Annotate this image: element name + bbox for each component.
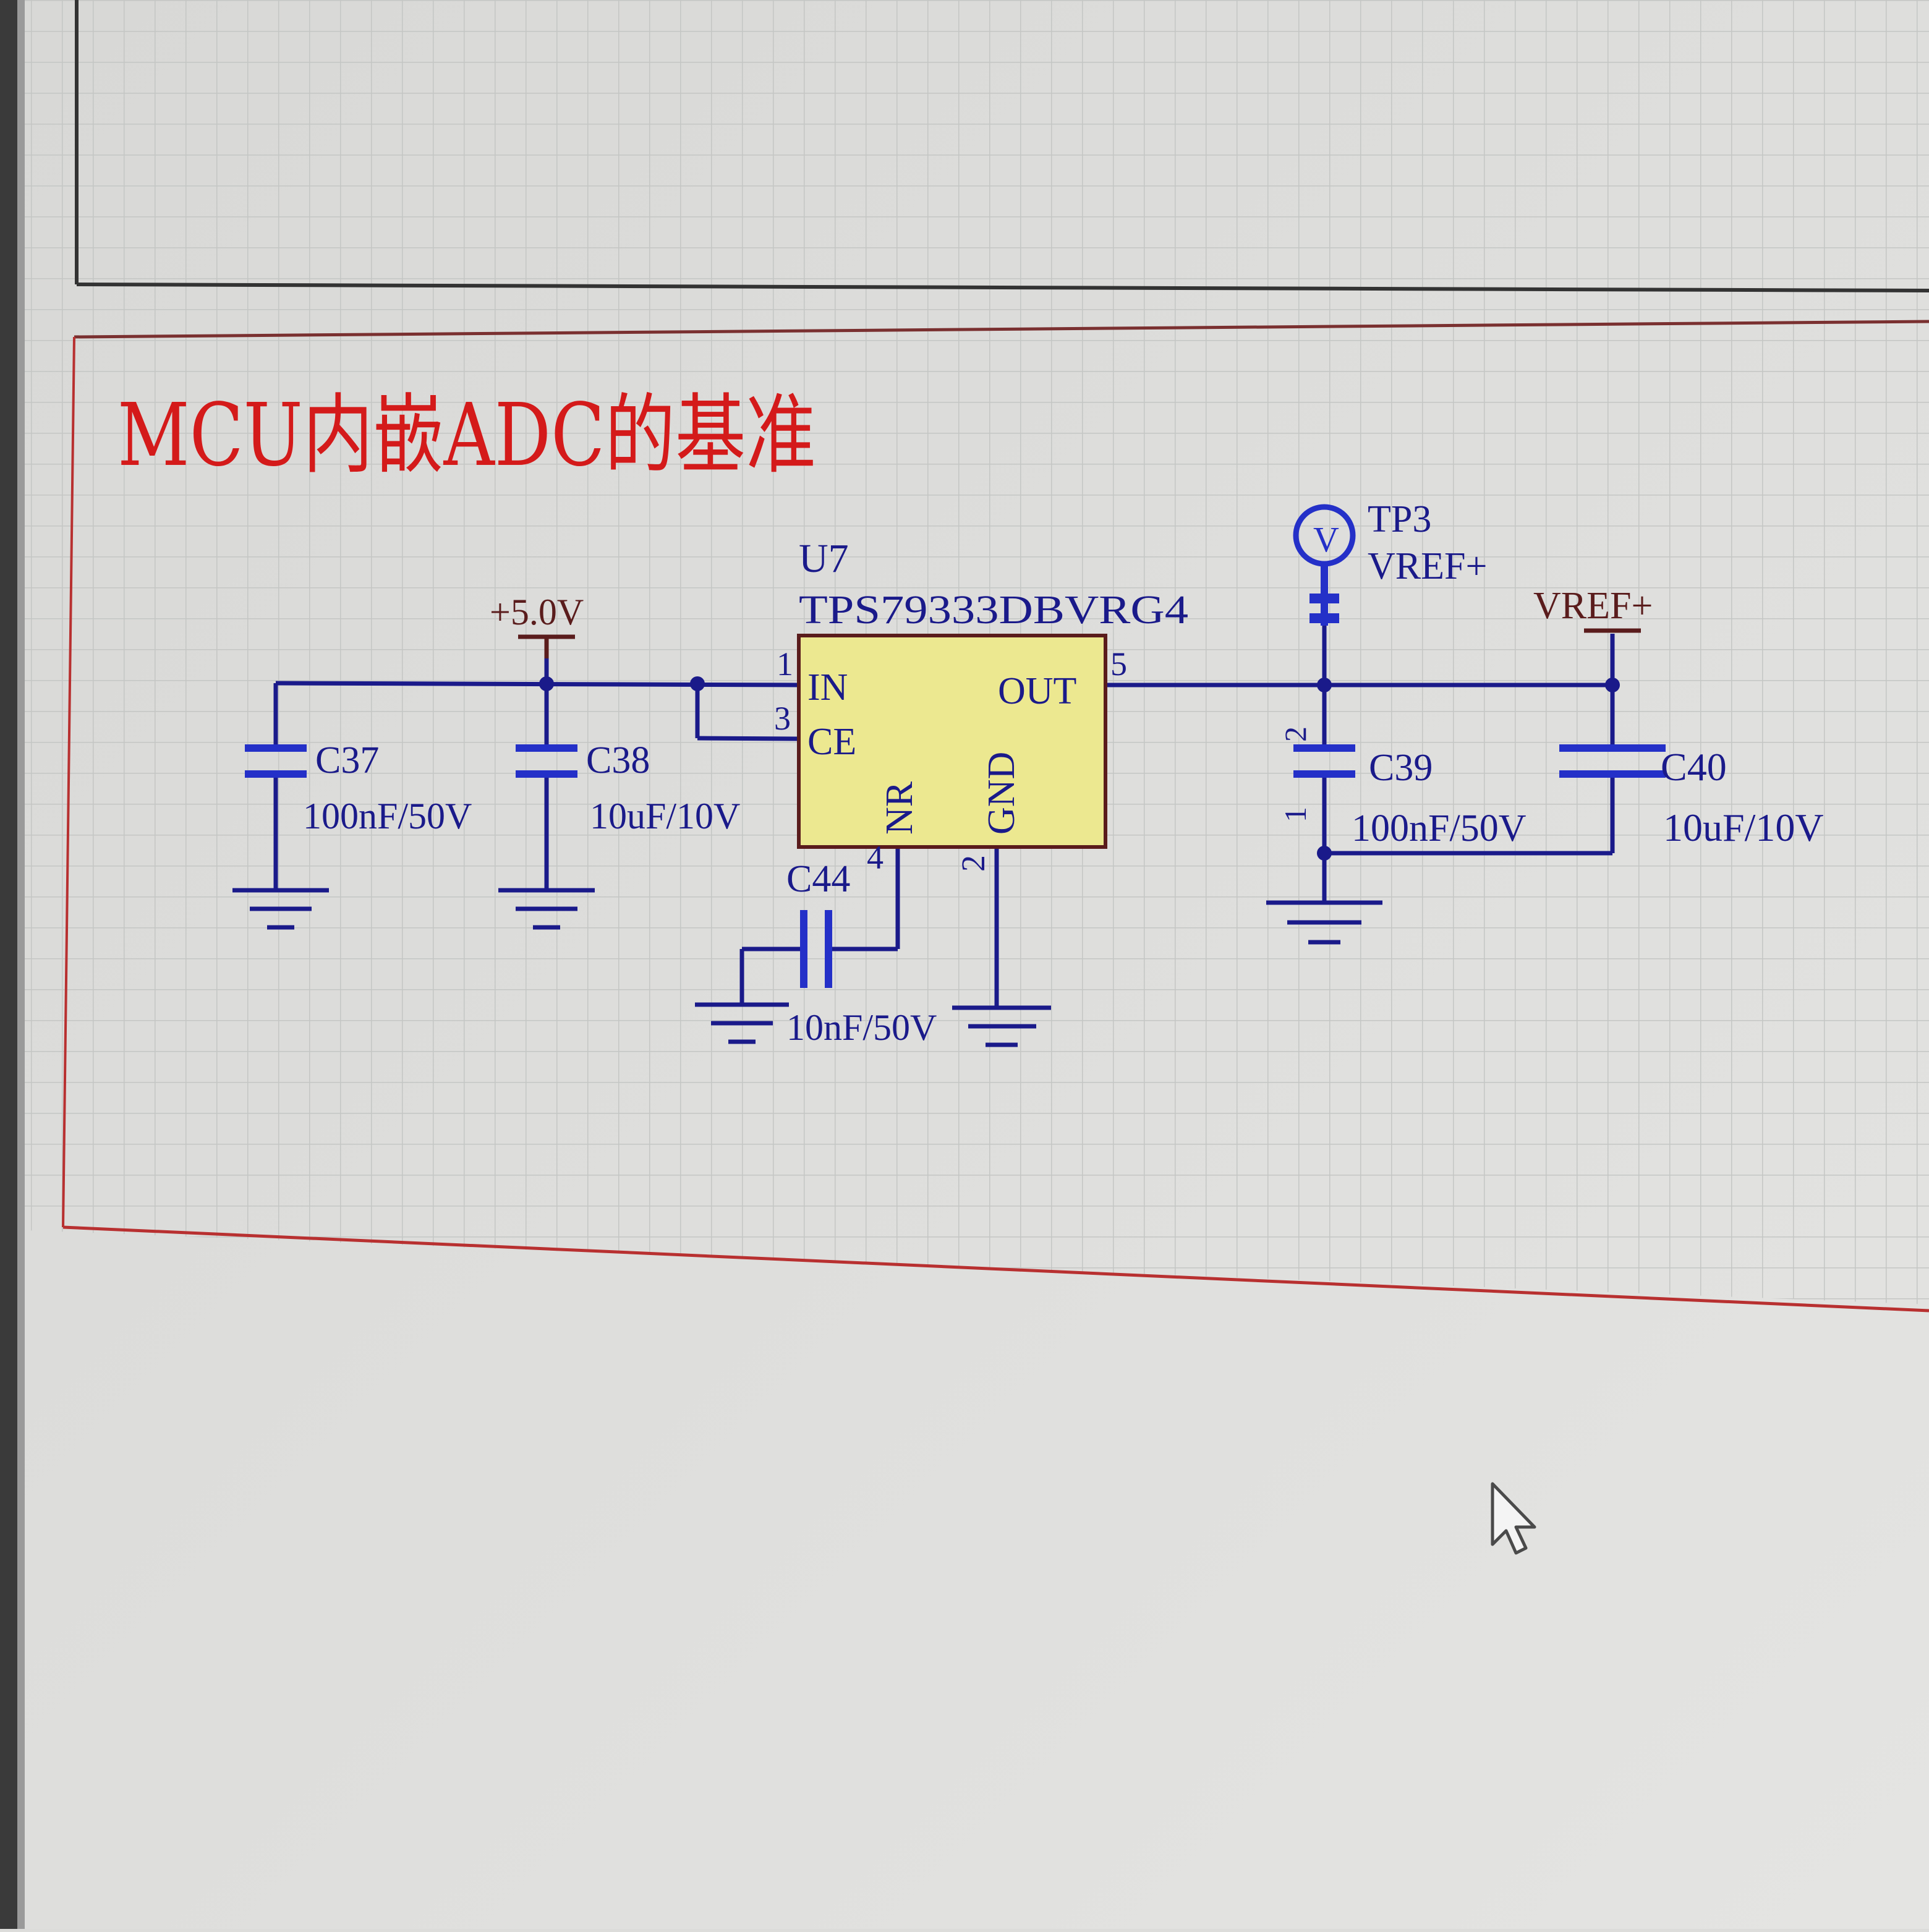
c44-designator: C44 xyxy=(786,858,850,900)
c39-designator: C39 xyxy=(1369,747,1433,789)
pin-name-out: OUT xyxy=(998,670,1076,712)
regulator-part-number: TPS79333DBVRG4 xyxy=(799,587,1188,632)
ground-symbol-icon xyxy=(232,888,329,930)
c38-designator: C38 xyxy=(586,739,650,781)
c40-designator: C40 xyxy=(1661,745,1727,789)
c37-designator: C37 xyxy=(315,739,379,781)
pin-name-ce: CE xyxy=(807,721,856,763)
pin-name-in: IN xyxy=(807,666,848,709)
c39-value: 100nF/50V xyxy=(1352,807,1527,849)
window-left-edge xyxy=(0,0,17,1929)
capacitor-c44[interactable]: C44 10nF/50V xyxy=(786,858,937,1048)
c39-pin-2: 2 xyxy=(1278,726,1313,742)
capacitor-c39[interactable]: 2 1 C39 100nF/50V xyxy=(1278,726,1527,849)
ground-symbol-icon xyxy=(1266,900,1382,945)
power-port-5v-label: +5.0V xyxy=(490,592,584,632)
c38-value: 10uF/10V xyxy=(590,796,740,836)
c37-value: 100nF/50V xyxy=(303,796,472,836)
power-port-vref[interactable]: VREF+ xyxy=(1533,585,1653,633)
ground-symbol-icon xyxy=(952,1005,1051,1047)
test-point-net: VREF+ xyxy=(1368,545,1487,587)
pin-number-2: 2 xyxy=(955,855,992,872)
pin-number-5: 5 xyxy=(1110,645,1127,683)
power-port-vref-label: VREF+ xyxy=(1533,585,1653,627)
c40-value: 10uF/10V xyxy=(1663,806,1824,849)
regulator-body[interactable] xyxy=(797,634,1107,849)
reference-section-frame xyxy=(62,320,1929,1313)
test-point-tp3[interactable]: V TP3 VREF+ xyxy=(1293,498,1487,626)
ground-symbol-icon xyxy=(695,1002,789,1044)
upper-section-frame xyxy=(75,0,1929,292)
capacitor-c37[interactable]: C37 100nF/50V xyxy=(245,739,472,836)
wires xyxy=(273,626,1615,1008)
pin-number-4: 4 xyxy=(867,839,884,876)
test-point-symbol: V xyxy=(1313,519,1339,560)
section-title: MCU内嵌ADC的基准 xyxy=(117,385,816,486)
regulator-u7[interactable]: U7 TPS79333DBVRG4 IN CE OUT NR GND 1 3 5… xyxy=(774,536,1188,876)
power-port-5v[interactable]: +5.0V xyxy=(490,592,584,658)
pin-name-nr: NR xyxy=(879,781,921,835)
pin-name-gnd: GND xyxy=(981,752,1023,835)
capacitor-c38[interactable]: C38 10uF/10V xyxy=(516,739,740,836)
arrow-cursor-icon xyxy=(1491,1482,1536,1555)
pin-number-1: 1 xyxy=(777,645,793,683)
regulator-designator: U7 xyxy=(799,536,849,581)
junctions xyxy=(539,676,1620,861)
c44-value: 10nF/50V xyxy=(786,1007,937,1048)
pin-number-3: 3 xyxy=(774,700,791,737)
ground-symbol-icon xyxy=(498,888,595,930)
capacitor-c40[interactable]: C40 10uF/10V xyxy=(1559,744,1824,849)
c39-pin-1: 1 xyxy=(1278,807,1313,822)
test-point-designator: TP3 xyxy=(1368,498,1431,540)
